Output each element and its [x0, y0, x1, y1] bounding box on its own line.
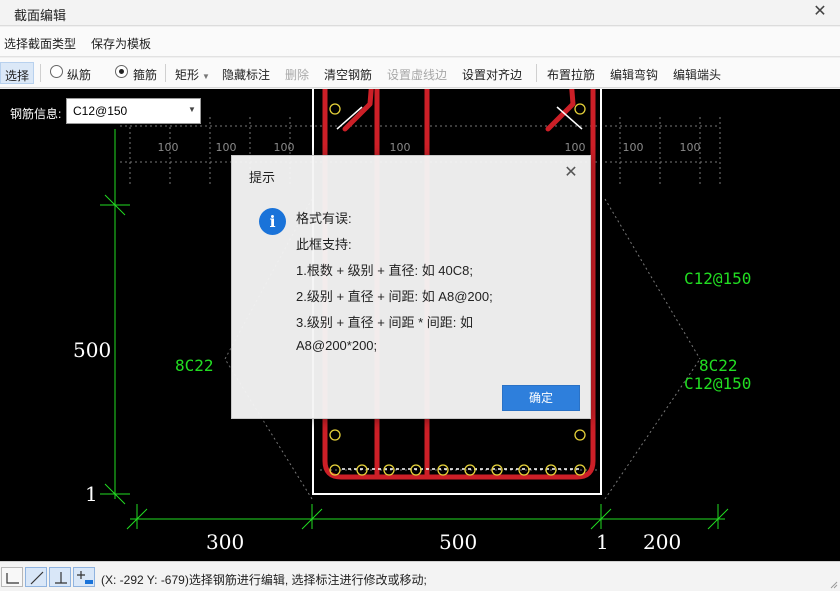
bottom-dimension-500[interactable]: 500 [439, 530, 477, 554]
rebar-info-label: 钢筋信息: [10, 107, 62, 121]
dialog-line-4: 2.级别 + 直径 + 间距: 如 A8@200; [296, 289, 493, 304]
toolbar: 选择 纵筋 箍筋 矩形▼ 隐藏标注 删除 清空钢筋 设置虚线边 设置对齐边 布置… [0, 58, 840, 88]
ortho-icon[interactable] [1, 567, 23, 587]
left-dimension-small[interactable]: 1 [85, 482, 98, 506]
menu-save-as-template[interactable]: 保存为模板 [91, 37, 152, 51]
resize-grip-icon[interactable] [828, 579, 838, 589]
select-button[interactable]: 选择 [0, 62, 35, 84]
hook-right [545, 89, 576, 132]
rebar-info-input[interactable] [66, 98, 201, 124]
dialog-line-5: 3.级别 + 直径 + 间距 * 间距: 如 [296, 315, 473, 330]
shape-dropdown[interactable]: 矩形▼ [175, 66, 210, 83]
place-tie-button[interactable]: 布置拉筋 [547, 68, 596, 82]
close-icon[interactable]: ✕ [813, 3, 827, 20]
stirrup-label[interactable]: 箍筋 [133, 68, 158, 82]
grid-dim-7: 100 [680, 141, 701, 154]
clear-rebar-button[interactable]: 清空钢筋 [324, 68, 373, 82]
grid-dim-6: 100 [623, 141, 644, 154]
bottom-dimension-300[interactable]: 300 [206, 530, 244, 554]
set-dashed-edge-button[interactable]: 设置虚线边 [387, 68, 448, 82]
close-icon[interactable]: ✕ [564, 164, 578, 181]
hide-label-button[interactable]: 隐藏标注 [222, 68, 271, 82]
dialog-title: 提示 [249, 170, 276, 185]
stirrup-annotation-bottom[interactable]: C12@150 [684, 374, 751, 393]
chevron-down-icon[interactable]: ▼ [188, 105, 196, 114]
dimension-lines [100, 129, 729, 530]
toolbar-divider [536, 64, 537, 82]
right-rebar-annotation[interactable]: 8C22 [699, 356, 738, 375]
perpendicular-icon[interactable] [49, 567, 71, 587]
status-text: (X: -292 Y: -679)选择钢筋进行编辑, 选择标注进行修改或移动; [101, 573, 427, 587]
add-point-icon[interactable] [73, 567, 95, 587]
bottom-dimension-200[interactable]: 200 [643, 530, 681, 554]
shape-label: 矩形 [175, 68, 200, 82]
outer-stirrup [322, 89, 596, 480]
status-bar: (X: -292 Y: -679)选择钢筋进行编辑, 选择标注进行修改或移动; [0, 561, 840, 591]
menu-bar: 选择截面类型 保存为模板 [0, 27, 840, 57]
line-snap-icon[interactable] [25, 567, 47, 587]
info-icon: i [259, 208, 286, 235]
grid-dim-5: 100 [565, 141, 586, 154]
grid-dim-4: 100 [390, 141, 411, 154]
grid-dim-1: 100 [158, 141, 179, 154]
dialog-line-6: A8@200*200; [296, 338, 378, 353]
dialog-line-2: 此框支持: [296, 237, 352, 252]
edit-end-button[interactable]: 编辑端头 [673, 68, 722, 82]
left-dimension[interactable]: 500 [73, 338, 111, 362]
title-bar: 截面编辑 ✕ [0, 0, 840, 26]
error-dialog: 提示 ✕ i 格式有误: 此框支持: 1.根数 + 级别 + 直径: 如 40C… [231, 155, 591, 419]
stirrup-annotation-top[interactable]: C12@150 [684, 269, 751, 288]
ok-button[interactable]: 确定 [502, 385, 580, 411]
longitudinal-label[interactable]: 纵筋 [67, 68, 92, 82]
edit-hook-button[interactable]: 编辑弯钩 [610, 68, 659, 82]
hook-left [342, 89, 374, 132]
longitudinal-radio[interactable] [50, 65, 63, 78]
toolbar-divider [165, 64, 166, 82]
chevron-down-icon: ▼ [202, 72, 210, 81]
bottom-dimension-1[interactable]: 1 [596, 530, 609, 554]
delete-button[interactable]: 删除 [285, 68, 310, 82]
grid-dim-3: 100 [274, 141, 295, 154]
toolbar-divider [40, 64, 41, 82]
left-rebar-annotation[interactable]: 8C22 [175, 356, 214, 375]
longitudinal-bars[interactable] [329, 103, 586, 476]
stirrup-radio[interactable] [115, 65, 128, 78]
grid-dim-2: 100 [216, 141, 237, 154]
set-align-edge-button[interactable]: 设置对齐边 [462, 68, 523, 82]
menu-select-section-type[interactable]: 选择截面类型 [4, 37, 77, 51]
dialog-line-3: 1.根数 + 级别 + 直径: 如 40C8; [296, 263, 473, 278]
window-title: 截面编辑 [14, 8, 67, 23]
dialog-line-1: 格式有误: [296, 211, 352, 226]
